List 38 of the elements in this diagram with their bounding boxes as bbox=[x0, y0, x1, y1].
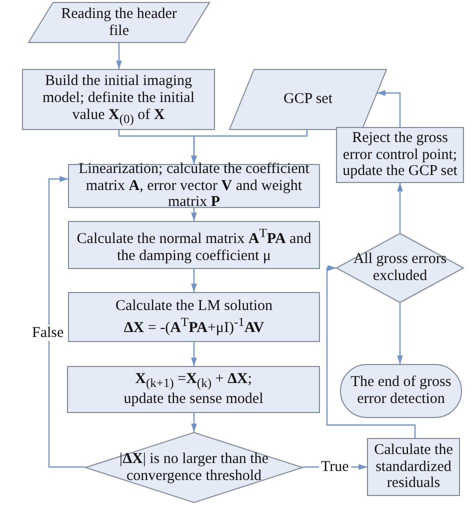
node-text: ΔX = -(A$^{T}$PA+μI)$^{-1}$AV bbox=[124, 314, 264, 336]
node-text: GCP set bbox=[283, 91, 333, 108]
node-text: Calculate the normal matrix A$^{T}$PA and the damping coefficient μ bbox=[76, 226, 312, 264]
arrow bbox=[377, 90, 401, 127]
node-text: Calculate the standardized residuals bbox=[373, 442, 454, 492]
arrow bbox=[397, 183, 403, 233]
process-box bbox=[367, 438, 460, 496]
process-box bbox=[22, 69, 215, 130]
arrow bbox=[116, 43, 122, 69]
node-text: The end of gross error detection bbox=[350, 374, 452, 408]
node-text: update the sense model bbox=[124, 390, 264, 408]
node-text: All gross errors excluded bbox=[352, 251, 448, 285]
process-box bbox=[68, 164, 320, 208]
node-text: Calculate the LM solution bbox=[115, 298, 273, 314]
arrow bbox=[191, 342, 197, 366]
input-parallelogram bbox=[229, 69, 387, 130]
node-text: Linearization; calculate the coefficient matrix A, error vector V and weight matrix P bbox=[78, 160, 310, 212]
arrow bbox=[191, 130, 308, 164]
terminator-box bbox=[340, 364, 462, 418]
decision-diamond bbox=[85, 432, 303, 503]
arrow bbox=[191, 413, 197, 432]
node-text: Reject the gross error control point; update the GCP set bbox=[342, 130, 458, 180]
node-text: Build the initial imaging model; definite the initial value X$_{(0)}$ of X bbox=[41, 73, 196, 126]
process-box bbox=[336, 127, 464, 183]
process-box bbox=[68, 292, 320, 342]
arrow bbox=[191, 269, 197, 292]
process-box bbox=[67, 366, 320, 413]
arrow bbox=[326, 265, 416, 438]
decision-diamond bbox=[336, 233, 464, 303]
node-text: X$_{(k+1)}$ =X$_{(k)}$ + ΔX; bbox=[135, 371, 252, 391]
edge-label: False bbox=[30, 324, 66, 341]
arrow bbox=[397, 303, 403, 364]
node-text: Reading the header file bbox=[60, 6, 178, 40]
input-parallelogram bbox=[28, 2, 210, 43]
arrow bbox=[191, 208, 197, 221]
arrow bbox=[48, 176, 85, 468]
process-box bbox=[68, 221, 320, 269]
node-text: |ΔX| is no larger than the convergence threshold bbox=[118, 450, 270, 484]
